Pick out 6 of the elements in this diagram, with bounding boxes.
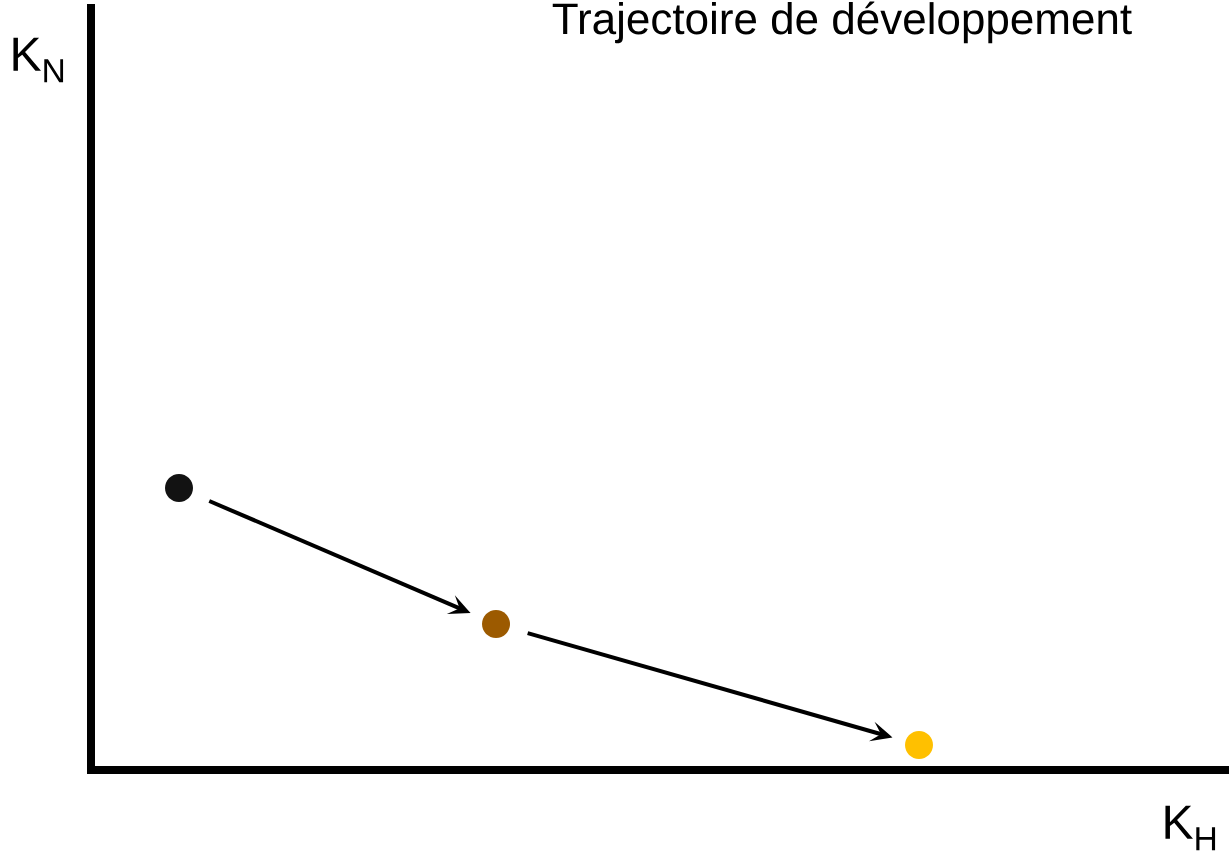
- axis-label: K$_{N}$: [13, 37, 64, 83]
- dot: [482, 610, 510, 638]
- dot: [165, 474, 193, 502]
- axis-label: K$_{H}$: [1165, 805, 1216, 851]
- dot: [905, 731, 933, 759]
- title: Trajectoire de développement: [552, 1, 1132, 44]
